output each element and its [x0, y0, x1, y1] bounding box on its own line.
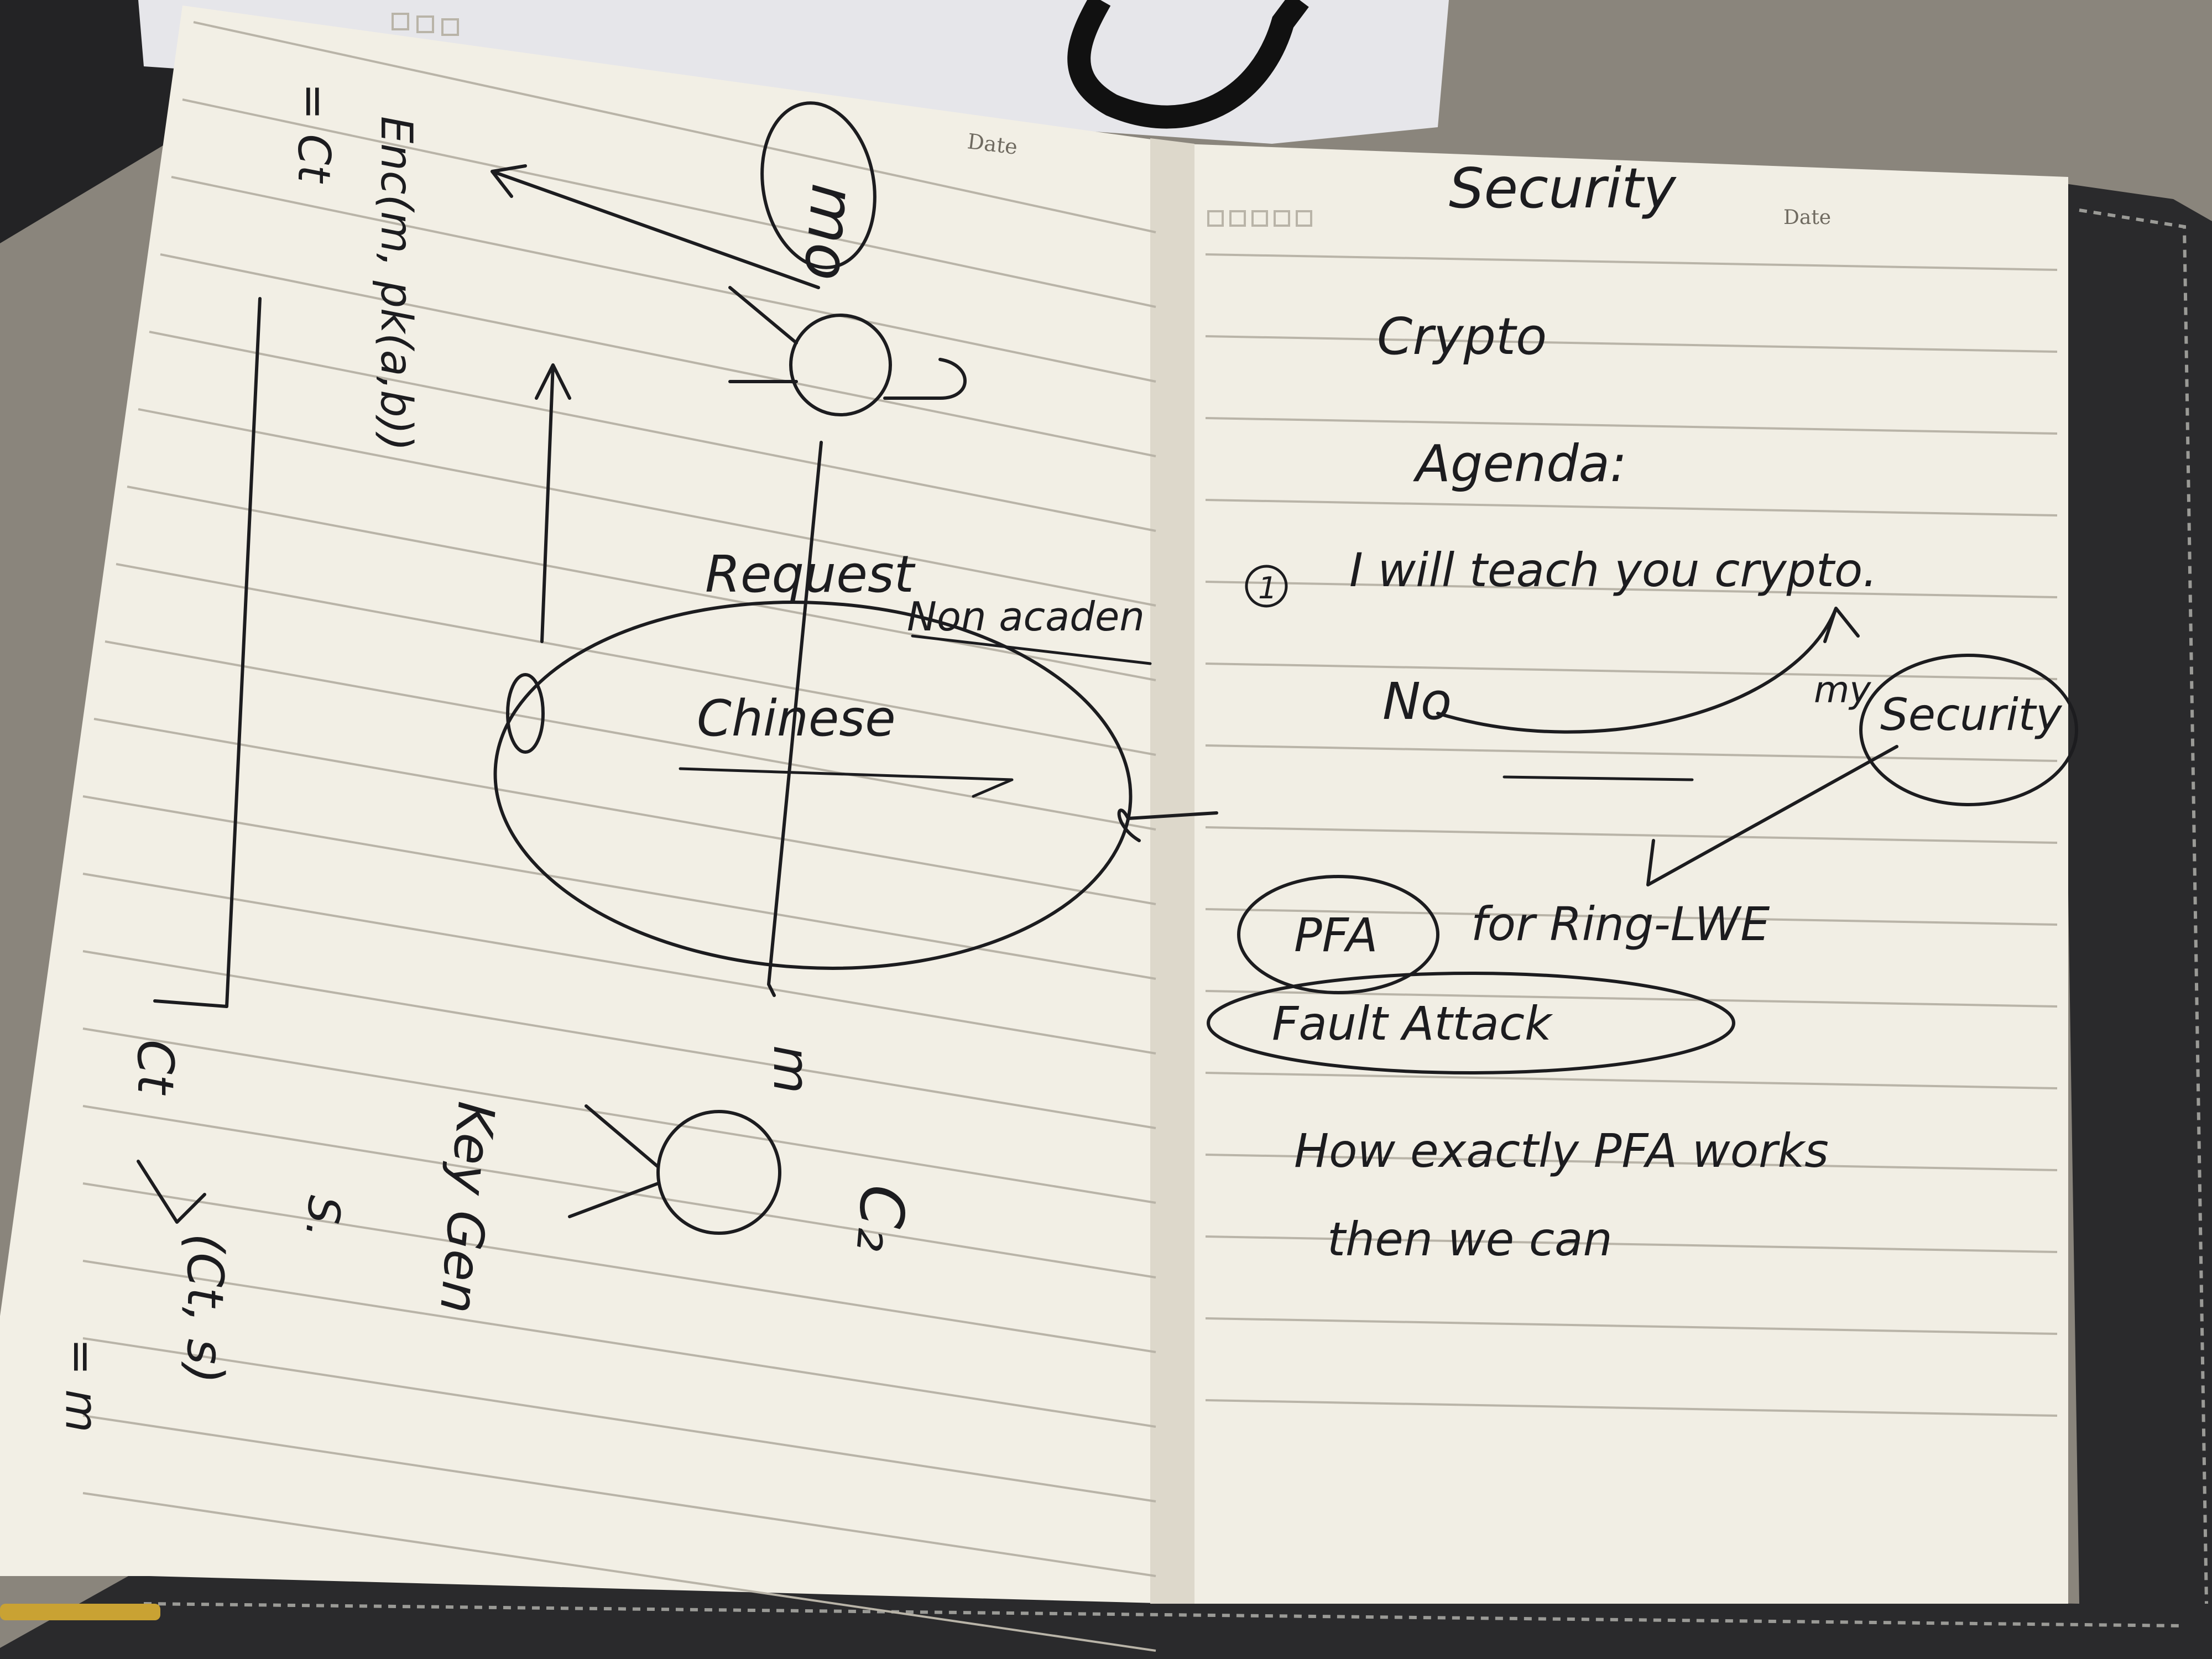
rule-line — [1205, 1399, 2058, 1417]
vertical-arrow-left — [535, 363, 571, 643]
request-label: Request — [705, 545, 916, 604]
fault-circle — [1207, 972, 1735, 1074]
item-1-text: I will teach you crypto. — [1349, 543, 1877, 597]
enc-label: Enc(m, pk(a,b)) — [371, 116, 421, 451]
left-page-rules — [82, 21, 1156, 1652]
rule-line — [1205, 1235, 2058, 1253]
item-1-number: 1 — [1258, 571, 1277, 606]
sender-body — [568, 1104, 660, 1218]
rule-line — [1205, 744, 2058, 762]
c2-label: C₂ — [843, 1182, 919, 1255]
date-label-left: Date — [966, 129, 1019, 159]
rule-line — [182, 98, 1156, 308]
rule-line — [1205, 581, 2058, 598]
rule-line — [82, 1182, 1156, 1353]
no-underline — [1503, 775, 1694, 781]
right-page-notes: Security Crypto Agenda: 1 I will teach y… — [1207, 156, 2078, 1266]
chinese-label: Chinese — [697, 690, 896, 748]
rule-line — [82, 1027, 1156, 1204]
rule-line — [1205, 1072, 2058, 1089]
rule-line — [1205, 417, 2058, 435]
security-to-pfa-arrow — [1646, 745, 1898, 886]
rule-line — [82, 950, 1156, 1129]
how-line: How exactly PFA works — [1294, 1124, 1829, 1178]
checkbox-row-right — [1207, 210, 1312, 227]
sender-head — [656, 1110, 781, 1235]
rule-line — [127, 486, 1156, 681]
rule-line — [82, 1105, 1156, 1279]
my-label: my — [1814, 669, 1871, 711]
rule-line — [1205, 1317, 2058, 1335]
no-to-you-arrow — [1436, 607, 1860, 734]
rule-line — [105, 640, 1156, 831]
ct-label: Ct — [126, 1040, 184, 1096]
center-vertical-line — [767, 441, 823, 997]
pfa-circle — [1237, 875, 1439, 994]
arrow-into-circle — [1117, 808, 1218, 842]
rule-line — [160, 253, 1156, 457]
small-loop — [506, 673, 545, 754]
for-ring-label: for Ring-LWE — [1471, 897, 1770, 951]
security-label: Security — [1880, 689, 2063, 740]
page-title: Security — [1449, 156, 1677, 221]
brass-clip — [0, 1604, 160, 1620]
m-label: m — [762, 1045, 820, 1094]
ct-s-label: (Ct, s) — [176, 1233, 234, 1384]
checkbox-row-left — [392, 13, 459, 36]
receiver-body — [728, 286, 967, 400]
fault-label: Fault Attack — [1272, 997, 1553, 1051]
rule-line — [116, 563, 1156, 756]
rule-line — [193, 21, 1156, 233]
security-circle — [1859, 654, 2078, 806]
gutter-shadow — [1150, 138, 1194, 1604]
rule-line — [149, 331, 1156, 532]
item-1-circle — [1245, 565, 1288, 608]
non-academic-label: Non acaden — [907, 593, 1145, 640]
rule-line — [1205, 908, 2058, 926]
rule-line — [82, 1337, 1156, 1503]
rule-line — [138, 408, 1156, 607]
arrow-enc — [491, 164, 820, 289]
cover-stitching — [2079, 208, 2208, 1604]
crypto-heading: Crypto — [1377, 307, 1547, 366]
eq-ct-label: = Ct — [288, 83, 340, 184]
rule-line — [1205, 499, 2058, 517]
rule-line — [1205, 826, 2058, 844]
rule-line — [82, 1492, 1156, 1652]
left-page — [0, 6, 1183, 1604]
rule-line — [93, 718, 1156, 905]
mo-circle — [760, 101, 877, 269]
s-label: S. — [295, 1193, 350, 1240]
non-academic-underline — [911, 634, 1152, 665]
long-vertical-line — [153, 297, 262, 1008]
date-label-right: Date — [1783, 206, 1831, 229]
rule-line — [82, 1415, 1156, 1577]
chinese-big-circle — [493, 601, 1133, 970]
rule-line — [1205, 662, 2058, 680]
ct-down-arrow — [137, 1160, 206, 1224]
no-label: No — [1383, 672, 1452, 731]
mo-label: mo — [790, 181, 869, 284]
cover-stitching-bottom — [143, 1602, 2185, 1627]
right-page — [1178, 144, 2068, 1604]
agenda-heading: Agenda: — [1413, 434, 1627, 493]
rule-line — [82, 873, 1156, 1055]
lanyard-strap — [1067, 0, 1309, 129]
receiver-head — [789, 314, 892, 416]
rule-line — [171, 176, 1156, 383]
rule-line — [1205, 1154, 2058, 1171]
ct-s-eq-label: = m — [56, 1338, 107, 1432]
chinese-underline — [679, 767, 1014, 798]
then-line: then we can — [1327, 1212, 1613, 1266]
rule-line — [1205, 335, 2058, 353]
pfa-label: PFA — [1294, 908, 1378, 962]
rule-line — [82, 1260, 1156, 1428]
rule-line — [1205, 253, 2058, 271]
